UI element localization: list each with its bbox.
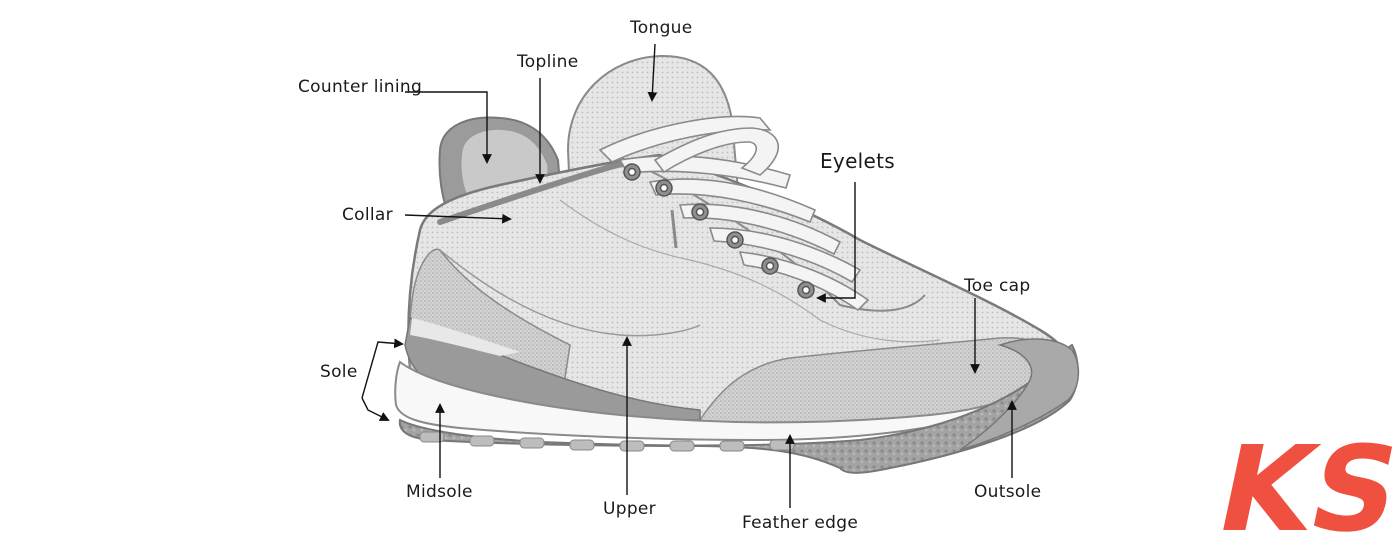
shoe-illustration (394, 54, 1080, 474)
pointer-counter-lining (405, 91, 492, 164)
label-eyelets: Eyelets (820, 149, 895, 173)
ks-logo-text: KS (1206, 421, 1400, 550)
label-feather-edge: Feather edge (742, 513, 858, 533)
part-labels: Tongue Topline Counter lining Collar Eye… (298, 18, 1041, 533)
label-topline: Topline (516, 52, 578, 72)
pointer-eyelets (816, 182, 856, 303)
label-midsole: Midsole (406, 482, 473, 502)
label-outsole: Outsole (974, 482, 1041, 502)
label-pointers (361, 43, 1017, 508)
label-toe-cap: Toe cap (963, 276, 1030, 296)
ks-logo: KS (1206, 421, 1400, 550)
label-upper: Upper (603, 499, 656, 519)
pointer-collar (404, 213, 512, 224)
label-sole: Sole (320, 362, 358, 382)
shoe-eyelets (623, 163, 815, 299)
shoe-toe-rubber (959, 338, 1080, 451)
pointer-sole-bracket (361, 338, 404, 399)
label-counter-lining: Counter lining (298, 77, 422, 97)
label-tongue: Tongue (629, 18, 693, 38)
upper-seam (439, 249, 701, 337)
pointer-sole-bracket (361, 397, 390, 421)
pointer-tongue (647, 43, 658, 102)
outsole-lugs (419, 431, 795, 452)
upper-seam (559, 199, 941, 343)
shoe-sole-highlight (410, 318, 520, 356)
label-collar: Collar (342, 205, 393, 225)
